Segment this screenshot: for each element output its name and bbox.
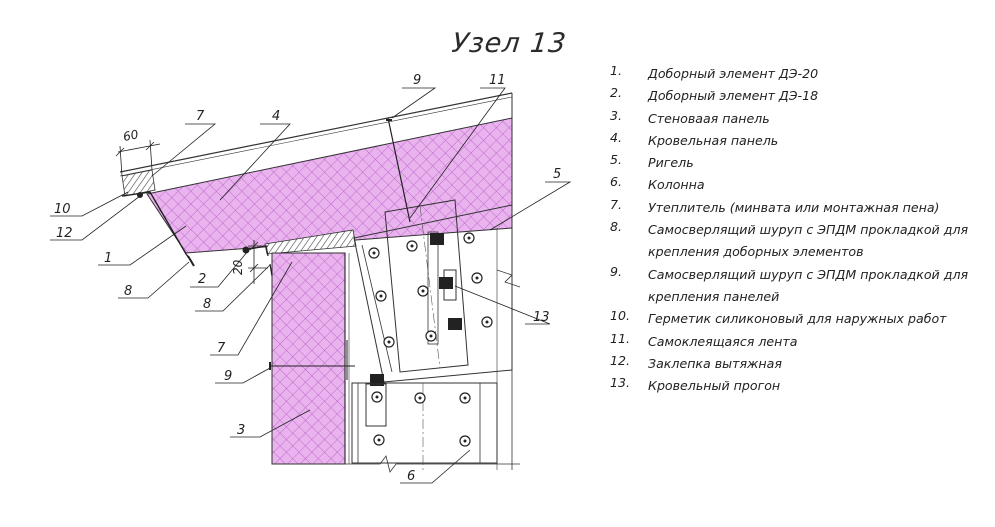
bolt-centers [372, 236, 489, 443]
legend-text: Кровельный прогон [648, 378, 781, 394]
legend-item: 12. Заклепка вытяжная [610, 353, 980, 375]
legend-item: 1. Доборный элемент ДЭ-20 [610, 63, 980, 85]
callout-1: 1 [104, 251, 112, 266]
legend-text: Стеноваая панель [648, 110, 770, 126]
legend-text: Утеплитель (минвата или монтажная пена) [648, 199, 940, 215]
legend-text: Заклепка вытяжная [648, 355, 782, 371]
legend-item: 6. Колонна [610, 174, 980, 196]
legend-number: 13. [610, 375, 631, 391]
page-title: Узел 13 [450, 28, 569, 59]
legend-item: 13. Кровельный прогон [610, 375, 980, 397]
legend-item: 3. Стеноваая панель [610, 108, 980, 130]
legend-item: 11. Самоклеящаяся лента [610, 331, 980, 353]
dim-60-label: 60 [122, 127, 140, 144]
legend-number: 2. [610, 85, 623, 101]
callout-6: 6 [407, 469, 415, 484]
callout-9-top: 9 [413, 73, 421, 88]
callout-4: 4 [272, 109, 280, 124]
legend-item: 2. Доборный элемент ДЭ-18 [610, 85, 980, 107]
legend-number: 3. [610, 107, 623, 123]
legend-number: 4. [610, 129, 623, 145]
dim-20-label: 20 [231, 259, 245, 275]
legend-number: 1. [610, 63, 623, 78]
legend-number: 5. [610, 152, 623, 168]
insulation-roof-edge [121, 169, 156, 197]
legend: 1. Доборный элемент ДЭ-20 2. Доборный элем… [610, 63, 980, 397]
legend-text: Самосверлящий шуруп с ЭПДМ прокладкой дл… [648, 222, 969, 260]
column [340, 228, 520, 473]
connection-plate [365, 383, 387, 427]
legend-text: Доборный элемент ДЭ-20 [648, 66, 819, 81]
legend-text: Доборный элемент ДЭ-18 [648, 88, 819, 104]
wall-panel [271, 252, 350, 465]
callout-3: 3 [237, 423, 245, 438]
legend-item: 9. Самосверлящий шуруп с ЭПДМ прокладкой … [610, 264, 980, 309]
legend-text: Ригель [648, 155, 694, 171]
callout-12: 12 [56, 226, 73, 241]
callout-11: 11 [489, 73, 506, 88]
legend-item: 10. Герметик силиконовый для наружных раб… [610, 308, 980, 330]
legend-text: Герметик силиконовый для наружных работ [648, 311, 947, 327]
dimension-60 [115, 139, 161, 177]
callout-8-left: 8 [124, 284, 132, 299]
callout-9-bottom: 9 [224, 369, 232, 384]
roof-panel [119, 92, 513, 254]
screws [137, 117, 411, 380]
callout-13: 13 [533, 310, 550, 325]
legend-item: 5. Ригель [610, 152, 980, 174]
legend-text: Колонна [648, 177, 705, 193]
callout-2: 2 [198, 272, 206, 287]
legend-number: 10. [610, 308, 631, 324]
callout-5: 5 [553, 167, 561, 182]
legend-number: 9. [610, 263, 623, 279]
legend-item: 7. Утеплитель (минвата или монтажная пена… [610, 197, 980, 219]
legend-text: Самоклеящаяся лента [648, 333, 798, 349]
legend-item: 8. Самосверлящий шуруп с ЭПДМ прокладкой … [610, 219, 980, 264]
legend-number: 11. [610, 330, 631, 346]
nut-stacks [370, 233, 462, 386]
callout-7-top: 7 [196, 109, 205, 124]
callout-8-mid: 8 [203, 297, 211, 312]
callout-10: 10 [54, 202, 71, 217]
callout-7-bottom: 7 [217, 341, 226, 356]
dimension-20 [248, 240, 268, 284]
legend-text: Кровельная панель [648, 132, 779, 148]
legend-number: 12. [610, 352, 631, 368]
legend-number: 7. [610, 196, 623, 212]
legend-text: Самосверлящий шуруп с ЭПДМ прокладкой дл… [648, 266, 969, 304]
legend-item: 4. Кровельная панель [610, 130, 980, 152]
legend-number: 8. [610, 219, 623, 235]
legend-number: 6. [610, 174, 623, 190]
bolts [368, 232, 493, 447]
leader-lines [50, 87, 572, 484]
